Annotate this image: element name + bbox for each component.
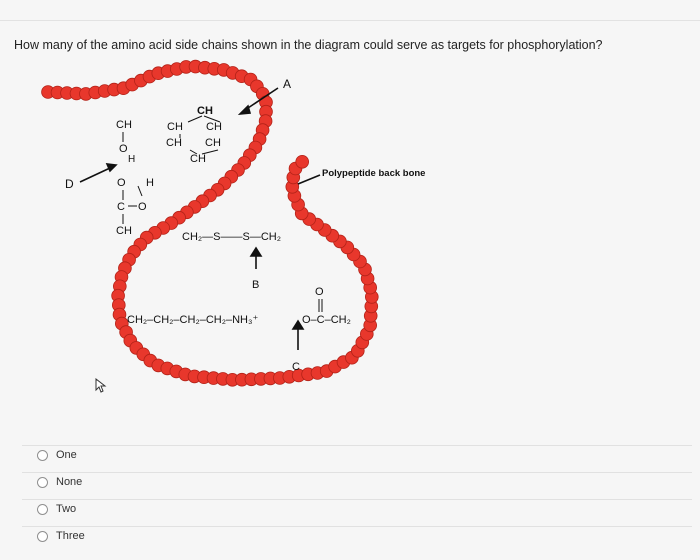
backbone-bead — [295, 155, 310, 169]
chem-ch2-low: CH — [116, 225, 132, 237]
chem-disulfide: CH₂—S——S—CH₂ — [182, 231, 281, 243]
label-c: C — [292, 361, 300, 373]
chem-ch3-a: CH — [167, 121, 183, 133]
option-none[interactable]: None — [37, 476, 82, 488]
option-one[interactable]: One — [37, 449, 77, 461]
arrow-c-head — [291, 319, 305, 330]
arrow-a-head — [237, 104, 252, 116]
bond — [189, 149, 198, 155]
option-label: None — [56, 476, 83, 488]
protein-diagram: A B C D Polypeptide back bone CH CH CH C… — [41, 59, 425, 387]
label-b: B — [252, 279, 259, 291]
radio-circle-icon[interactable] — [37, 476, 48, 488]
chem-lysine: CH₂–CH₂–CH₂–CH₂–NH₃⁺ — [127, 314, 258, 326]
chem-carboxylate: O–C–CH₂ — [302, 314, 351, 326]
option-divider — [22, 445, 692, 446]
polypeptide-backbone — [41, 59, 379, 387]
chem-ch2-left: CH — [116, 119, 132, 131]
option-label: Three — [56, 530, 85, 542]
label-d: D — [65, 177, 74, 191]
option-label: One — [56, 449, 77, 461]
top-divider — [0, 20, 700, 21]
chem-o-top: O — [315, 286, 324, 298]
bond — [137, 185, 143, 197]
option-divider — [22, 472, 692, 473]
arrow-d-head — [105, 163, 118, 173]
bond — [203, 115, 221, 123]
chem-h-right: H — [146, 177, 154, 189]
option-label: Two — [56, 503, 77, 515]
chem-ch-mid: CH — [190, 153, 206, 165]
radio-circle-icon[interactable] — [37, 449, 48, 461]
arrow-backbone — [297, 174, 321, 185]
chem-o-left: O — [119, 143, 128, 155]
chem-ch3-d: CH — [205, 137, 221, 149]
label-backbone: Polypeptide back bone — [322, 168, 425, 179]
chem-c-acid: C — [117, 201, 125, 213]
chem-ch-top: CH — [197, 105, 213, 117]
arrow-a — [244, 87, 279, 111]
arrow-d — [79, 167, 111, 183]
option-divider — [22, 526, 692, 527]
radio-circle-icon[interactable] — [37, 503, 48, 515]
option-divider — [22, 499, 692, 500]
option-two[interactable]: Two — [37, 503, 76, 515]
mouse-cursor-icon — [95, 378, 107, 393]
chem-ch3-b: CH — [206, 121, 222, 133]
bond — [187, 115, 203, 123]
chem-o-delta: O — [117, 177, 126, 189]
chem-ch3-c: CH — [166, 137, 182, 149]
label-a: A — [283, 77, 291, 91]
arrow-b-head — [249, 246, 263, 257]
radio-circle-icon[interactable] — [37, 530, 48, 542]
bond — [201, 149, 219, 155]
option-three[interactable]: Three — [37, 530, 85, 542]
chem-h-delta: H — [128, 154, 135, 165]
question-text: How many of the amino acid side chains s… — [14, 38, 603, 52]
chem-o-acid: O — [138, 201, 147, 213]
